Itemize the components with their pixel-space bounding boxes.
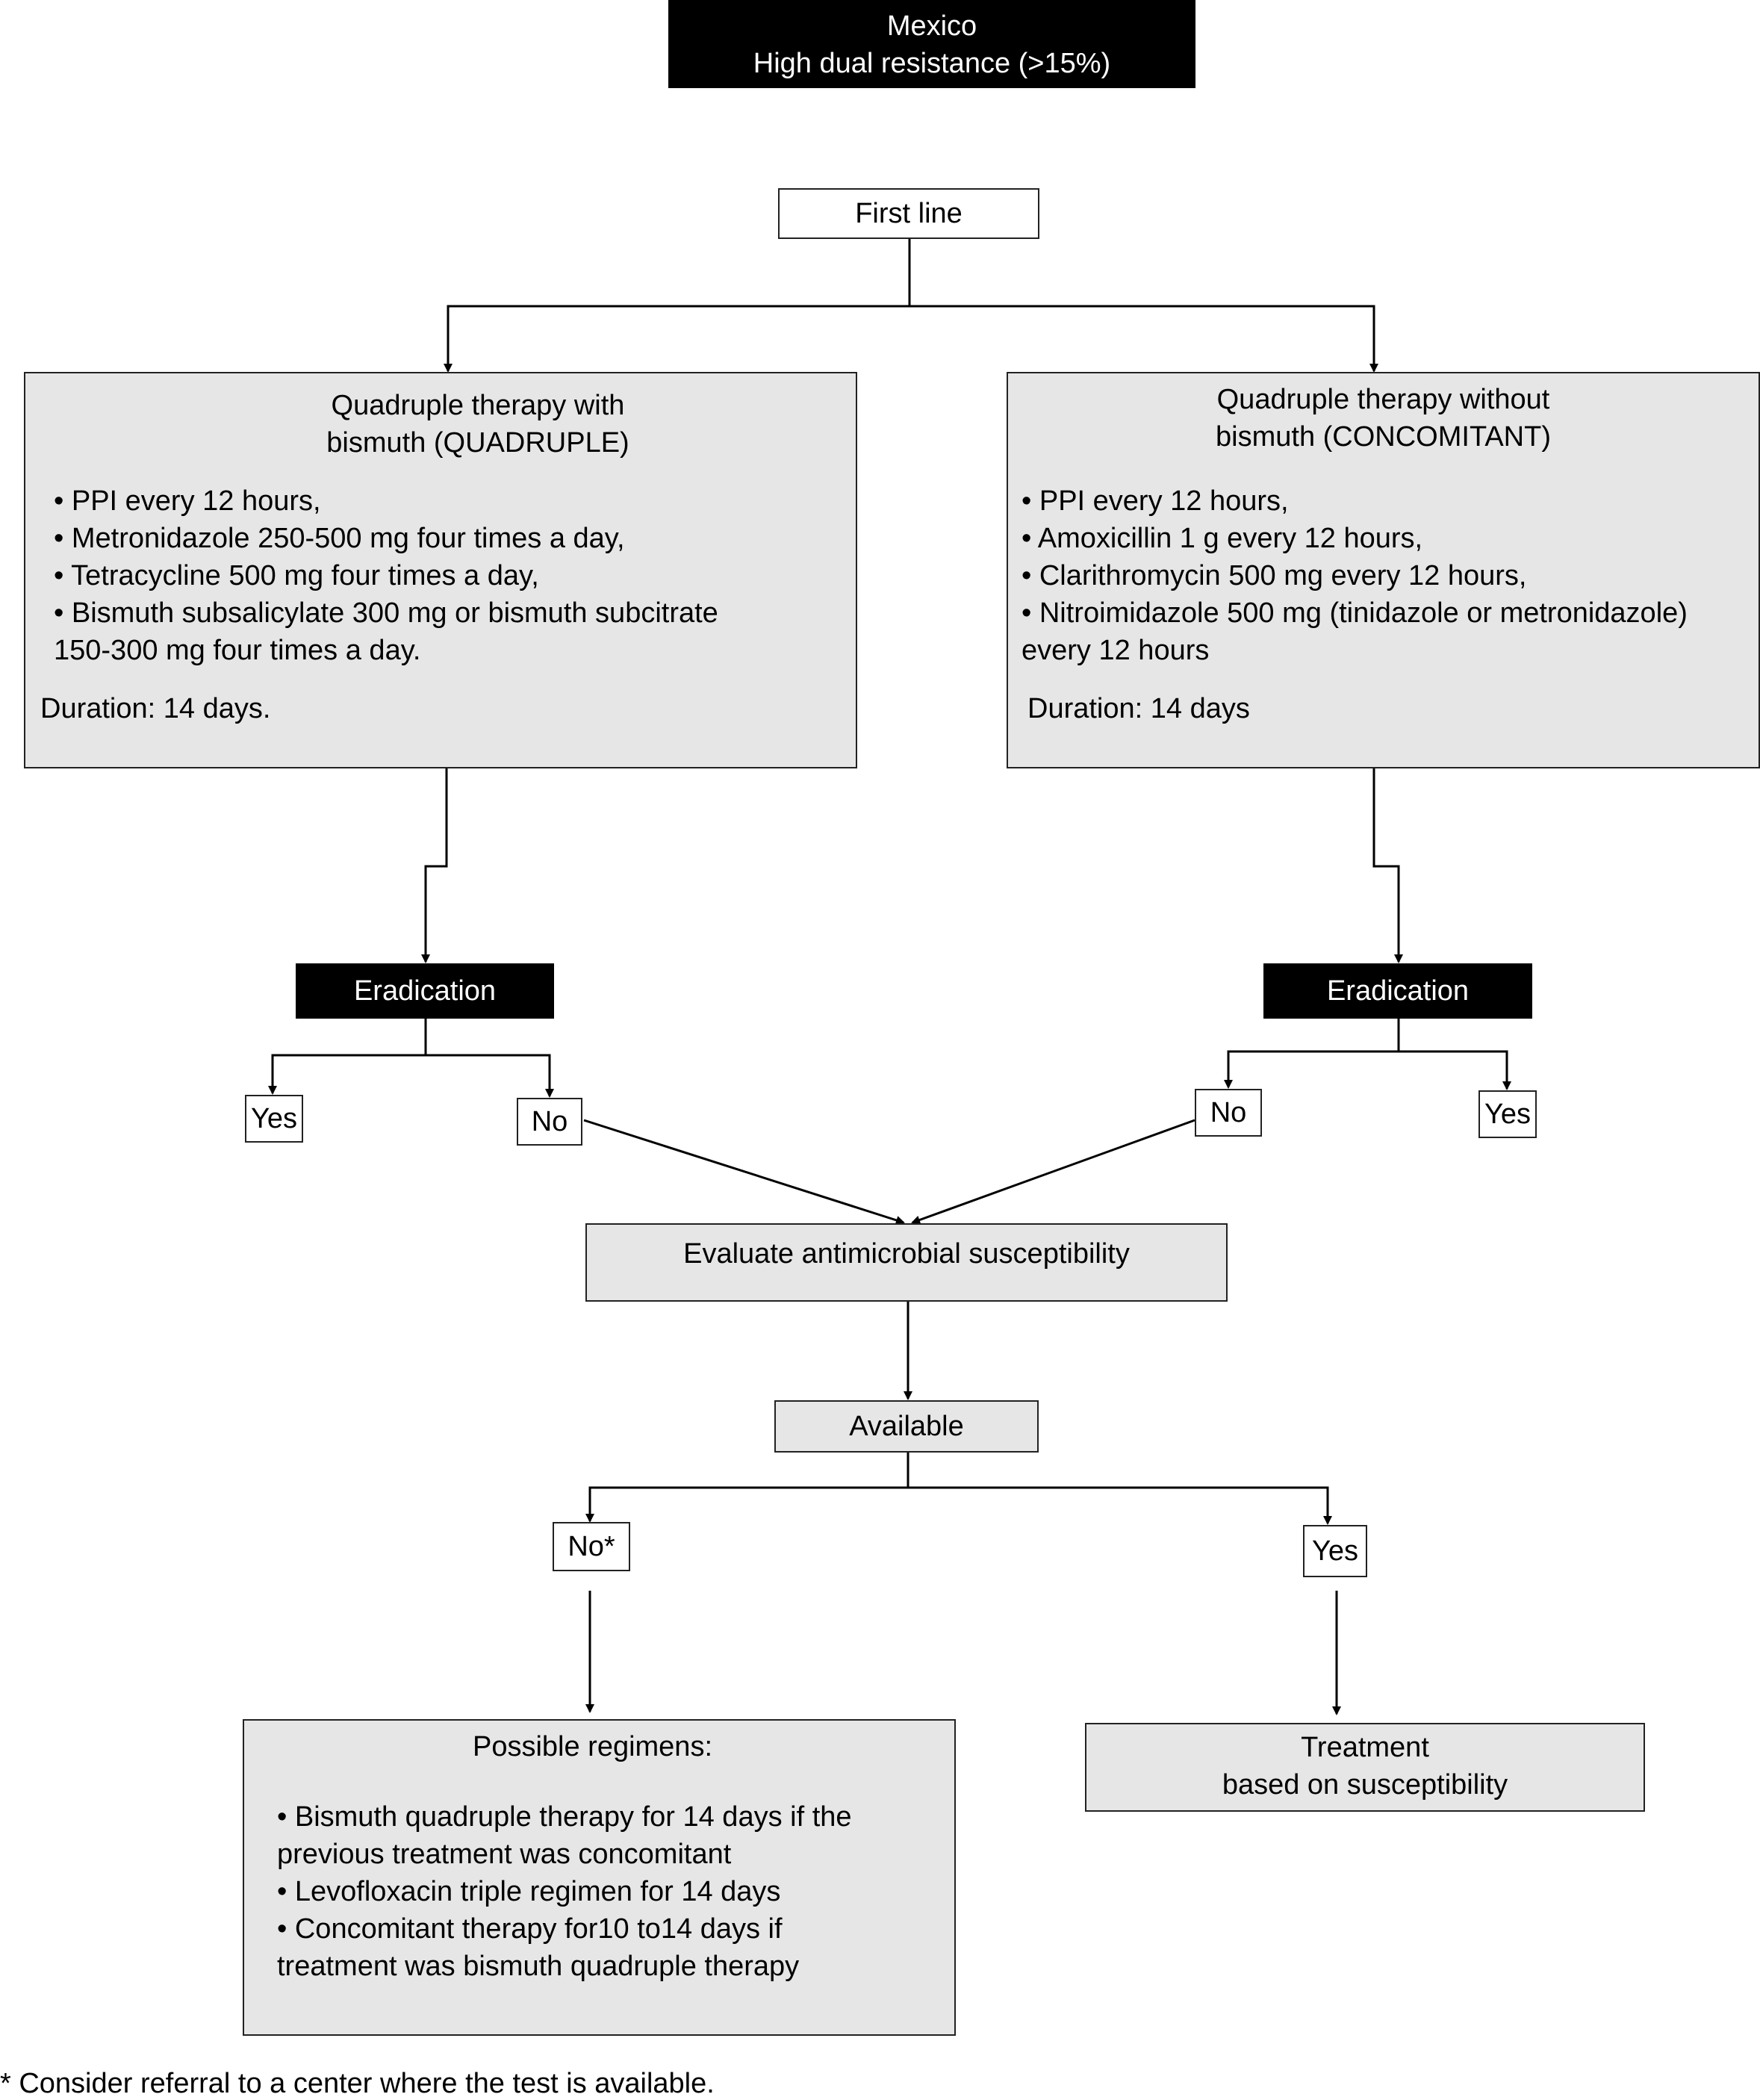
list-item: • Nitroimidazole 500 mg (tinidazole or m… [1022, 597, 1688, 629]
connector-left-to-no [426, 1054, 554, 1098]
list-item: 150-300 mg four times a day. [54, 635, 421, 666]
available-yes-box: Yes [1303, 1525, 1367, 1577]
connector-first-to-left [444, 239, 911, 373]
left-therapy-title: Quadruple therapy with bismuth (QUADRUPL… [40, 387, 841, 462]
available-no-box: No* [553, 1522, 630, 1571]
right-therapy-duration: Duration: 14 days [1027, 693, 1250, 724]
left-no-box: No [517, 1098, 582, 1146]
list-item: • Clarithromycin 500 mg every 12 hours, [1022, 560, 1527, 591]
right-yes-label: Yes [1484, 1099, 1531, 1130]
right-therapy-list: • PPI every 12 hours, • Amoxicillin 1 g … [1022, 482, 1745, 669]
list-item: • Levofloxacin triple regimen for 14 day… [277, 1876, 781, 1907]
header-line-2: High dual resistance (>15%) [753, 48, 1111, 79]
eradication-right-box: Eradication [1263, 963, 1532, 1019]
first-line-label: First line [855, 198, 963, 229]
eradication-right-label: Eradication [1326, 975, 1470, 1007]
footnote: * Consider referral to a center where th… [0, 2068, 715, 2099]
eradication-left-label: Eradication [353, 975, 497, 1007]
available-no-label: No* [568, 1531, 615, 1562]
connector-right-eradication-split [1224, 1019, 1400, 1089]
regimens-box: Possible regimens: • Bismuth quadruple t… [243, 1719, 956, 2036]
treatment-line-1: Treatment [1301, 1732, 1429, 1763]
list-item: • Concomitant therapy for10 to14 days if [277, 1913, 783, 1945]
connector-left-to-eradication [421, 768, 448, 963]
list-item: • Bismuth quadruple therapy for 14 days … [277, 1801, 852, 1833]
connector-left-no-to-evaluate [583, 1119, 905, 1225]
connector-right-no-to-evaluate [911, 1119, 1195, 1225]
first-line-box: First line [778, 188, 1039, 239]
left-therapy-title-line-2: bismuth (QUADRUPLE) [326, 427, 629, 459]
connector-available-to-no [585, 1453, 909, 1523]
left-yes-label: Yes [251, 1103, 297, 1134]
regimens-list: • Bismuth quadruple therapy for 14 days … [261, 1798, 954, 1985]
list-item: • PPI every 12 hours, [54, 485, 321, 517]
right-no-box: No [1195, 1089, 1262, 1137]
left-therapy-title-line-1: Quadruple therapy with [331, 390, 625, 421]
header-box: Mexico High dual resistance (>15%) [668, 0, 1195, 88]
connector-first-to-right [909, 305, 1378, 373]
available-box: Available [774, 1400, 1039, 1453]
left-therapy-list: • PPI every 12 hours, • Metronidazole 25… [40, 482, 841, 669]
header-line-1: Mexico [886, 10, 977, 42]
available-label: Available [849, 1411, 964, 1442]
connector-right-to-yes [1399, 1050, 1511, 1090]
connector-left-eradication-split [268, 1019, 427, 1095]
left-yes-box: Yes [245, 1095, 303, 1143]
list-item: • PPI every 12 hours, [1022, 485, 1289, 517]
evaluate-box: Evaluate antimicrobial susceptibility [585, 1223, 1228, 1302]
list-item: • Metronidazole 250-500 mg four times a … [54, 523, 625, 554]
right-therapy-title-line-1: Quadruple therapy without [1216, 384, 1550, 415]
connector-available-to-yes [908, 1486, 1332, 1525]
treatment-box: Treatment based on susceptibility [1085, 1723, 1645, 1812]
right-no-label: No [1210, 1097, 1247, 1128]
left-therapy-box: Quadruple therapy with bismuth (QUADRUPL… [24, 372, 857, 768]
list-item: • Amoxicillin 1 g every 12 hours, [1022, 523, 1423, 554]
connector-right-to-eradication [1372, 768, 1403, 963]
left-therapy-duration: Duration: 14 days. [40, 693, 271, 724]
list-item: every 12 hours [1022, 635, 1210, 666]
list-item: treatment was bismuth quadruple therapy [277, 1951, 800, 1982]
eradication-left-box: Eradication [296, 963, 554, 1019]
right-therapy-title-line-2: bismuth (CONCOMITANT) [1216, 421, 1551, 453]
treatment-line-2: based on susceptibility [1222, 1769, 1508, 1801]
list-item: • Tetracycline 500 mg four times a day, [54, 560, 539, 591]
regimens-title: Possible regimens: [472, 1731, 713, 1762]
list-item: • Bismuth subsalicylate 300 mg or bismut… [54, 597, 718, 629]
right-yes-box: Yes [1478, 1090, 1537, 1138]
left-no-label: No [531, 1106, 568, 1137]
available-yes-label: Yes [1312, 1535, 1358, 1567]
evaluate-label: Evaluate antimicrobial susceptibility [683, 1238, 1130, 1270]
right-therapy-box: Quadruple therapy without bismuth (CONCO… [1007, 372, 1760, 768]
right-therapy-title: Quadruple therapy without bismuth (CONCO… [1022, 381, 1745, 456]
list-item: previous treatment was concomitant [277, 1839, 732, 1870]
